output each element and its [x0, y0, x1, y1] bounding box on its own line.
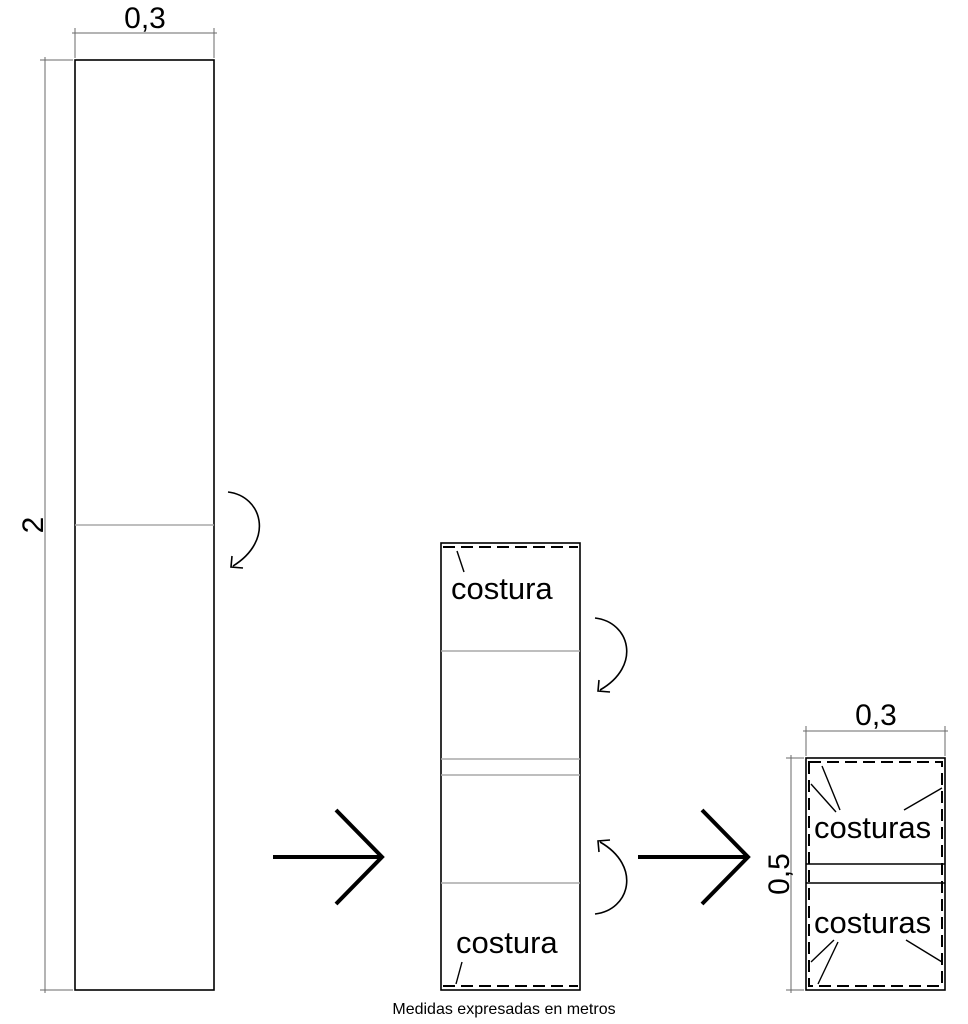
fold-arrow-3 [594, 839, 628, 915]
final-height-label: 0,5 [763, 853, 796, 895]
seams-bottom-label: costuras [814, 905, 931, 940]
stage-2-folded-strip: costura costura [440, 542, 628, 991]
transition-arrow-1 [273, 808, 385, 906]
strip-width-dimension: 0,3 [72, 2, 217, 58]
stage-3-final-piece: 0,3 0,5 costuras costuras [763, 699, 948, 993]
seam-bottom-label: costura [456, 925, 558, 960]
strip-width-label: 0,3 [124, 2, 166, 35]
seam-bottom-leader [455, 961, 463, 985]
final-seam-dashed [808, 761, 943, 987]
seams-top-leader-1 [821, 765, 841, 811]
final-width-dimension: 0,3 [803, 699, 948, 756]
seams-top-leader-2 [810, 783, 837, 813]
fold-arrow-2 [594, 617, 628, 693]
seams-top-leader-3 [903, 787, 943, 811]
final-height-dimension: 0,5 [763, 755, 804, 993]
final-piece-outline [805, 757, 946, 991]
strip-length-dimension: 2 [17, 57, 73, 993]
seams-top-label: costuras [814, 810, 931, 845]
units-note: Medidas expresadas en metros [392, 1001, 615, 1018]
seam-top-label: costura [451, 571, 553, 606]
seams-bottom-leader-1 [817, 941, 839, 985]
folded-strip-outline [440, 542, 581, 991]
final-width-label: 0,3 [855, 699, 897, 732]
transition-arrow-2 [638, 808, 751, 906]
strip-length-label: 2 [17, 517, 50, 534]
seams-bottom-leader-2 [810, 939, 835, 963]
seam-top-leader [456, 550, 465, 573]
stage-1-full-strip: 0,3 2 [17, 2, 261, 993]
fold-arrow-1 [227, 491, 261, 569]
seams-bottom-leader-3 [905, 939, 943, 963]
